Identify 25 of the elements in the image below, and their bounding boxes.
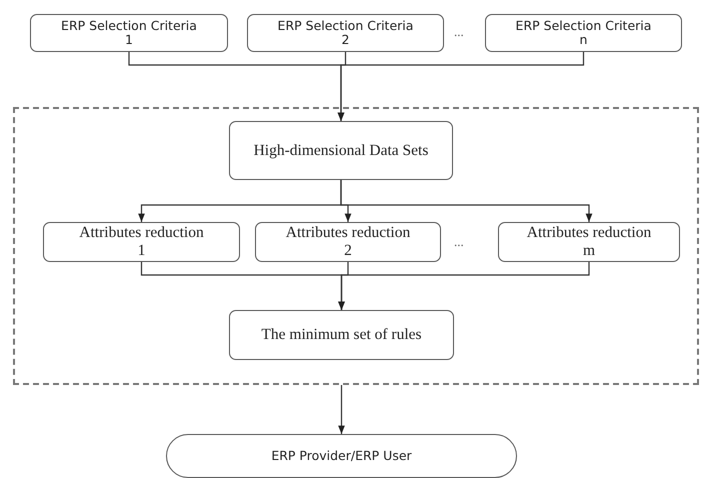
node-label: Attributes reduction 2	[284, 224, 412, 260]
arrow	[338, 385, 345, 434]
node-label: Attributes reduction m	[526, 224, 652, 260]
ellipsis-label: ...	[454, 24, 464, 40]
process-box	[43, 222, 240, 262]
node-label: High-dimensional Data Sets	[254, 142, 428, 160]
node-label: ERP Selection Criteria 1	[60, 18, 198, 48]
node-label: ERP Selection Criteria 2	[276, 18, 414, 48]
criteria-box	[247, 14, 444, 52]
arrow	[338, 52, 584, 121]
node-label: Attributes reduction 1	[78, 224, 205, 260]
node-label: The minimum set of rules	[261, 326, 422, 344]
process-box	[229, 310, 454, 360]
criteria-box	[30, 14, 228, 52]
criteria-box	[485, 14, 682, 52]
process-box	[255, 222, 441, 262]
ellipsis-label: ...	[454, 234, 464, 250]
process-box	[498, 222, 680, 262]
terminal-pill	[166, 434, 517, 478]
arrow	[340, 180, 592, 222]
arrow	[338, 262, 590, 310]
node-label: ERP Provider/ERP User	[271, 448, 412, 464]
process-box	[229, 121, 453, 180]
dashed-group-frame	[13, 107, 699, 385]
node-label: ERP Selection Criteria n	[514, 18, 652, 48]
